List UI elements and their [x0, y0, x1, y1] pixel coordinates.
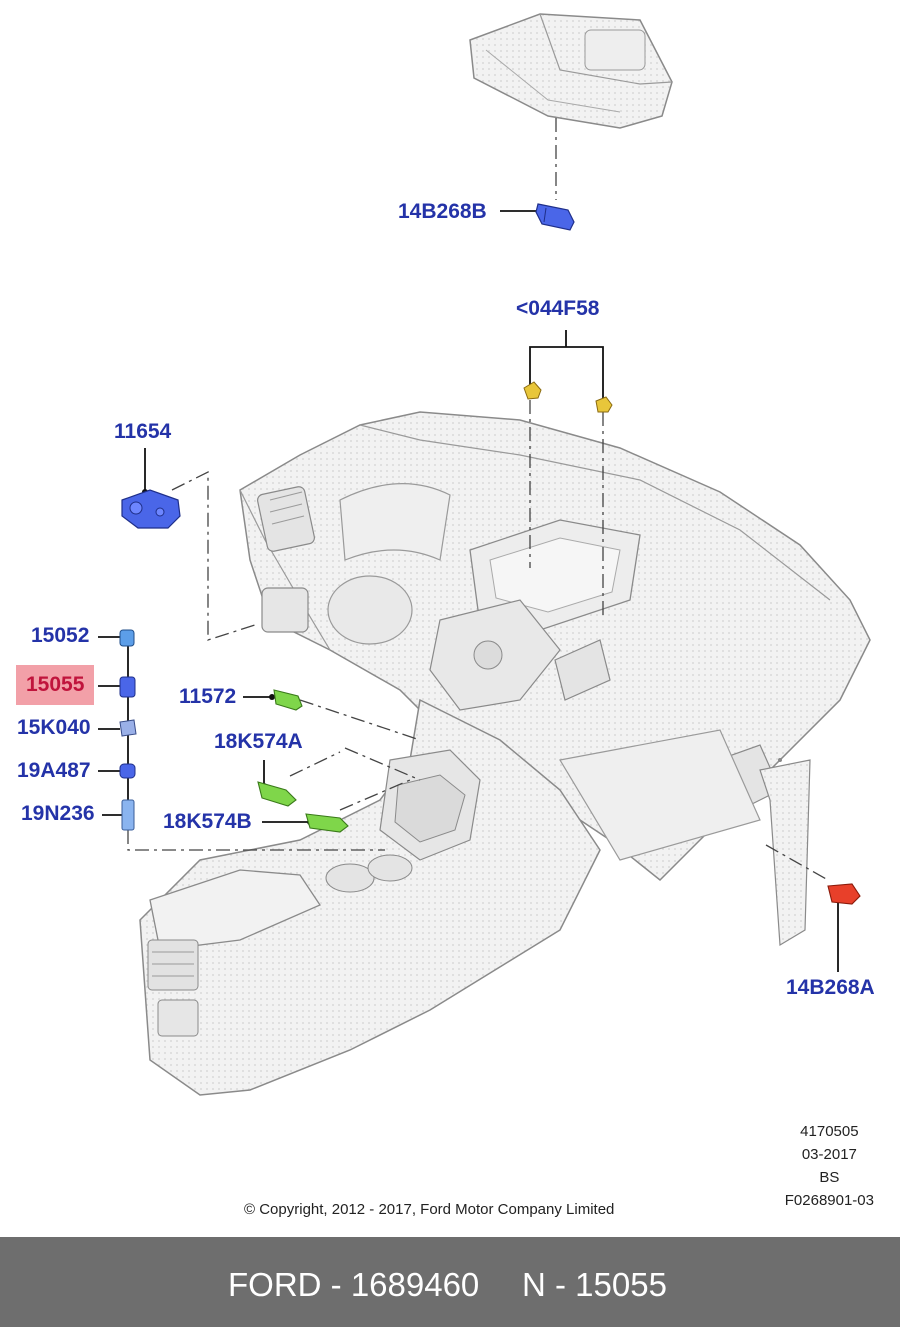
- part-11654: [121, 489, 181, 529]
- part-14b268b: [535, 203, 575, 231]
- part-15k040: [119, 719, 137, 737]
- callout-18k574b: 18K574B: [163, 810, 252, 833]
- footer-part-code: N - 15055: [522, 1266, 667, 1303]
- parts-diagram: [98, 13, 871, 1096]
- part-19n236: [121, 799, 135, 831]
- part-15052: [119, 629, 135, 647]
- overhead-console-illustration: [469, 13, 673, 129]
- alignment-lines: [127, 118, 829, 881]
- callout-044f58: <044F58: [516, 297, 600, 320]
- part-15055: [119, 676, 136, 698]
- callout-14b268b: 14B268B: [398, 200, 487, 223]
- footer-part-number: FORD - 1689460: [228, 1266, 480, 1303]
- callout-15055-highlighted: 15055: [16, 665, 95, 705]
- part-11572: [273, 689, 303, 711]
- leader-lines: [98, 210, 839, 972]
- part-19a487: [119, 763, 136, 779]
- part-18k574b: [305, 813, 349, 833]
- center-console-illustration: [139, 698, 601, 1096]
- stamp-line-3: BS: [819, 1169, 840, 1186]
- footer-bar: FORD - 1689460 N - 15055: [0, 1237, 900, 1327]
- callout-15052: 15052: [31, 624, 90, 647]
- part-14b268a: [827, 883, 861, 905]
- callout-14b268a: 14B268A: [786, 976, 875, 999]
- drawing-reference-stamp: 4170505 03-2017 BS F0268901-03: [785, 1120, 874, 1212]
- callout-19a487: 19A487: [17, 759, 91, 782]
- stamp-line-1: 4170505: [800, 1123, 859, 1140]
- part-044f58-right: [595, 396, 613, 413]
- part-044f58-left: [523, 381, 542, 400]
- callout-11572: 11572: [179, 685, 237, 708]
- callout-18k574a: 18K574A: [214, 730, 303, 753]
- copyright-text: © Copyright, 2012 - 2017, Ford Motor Com…: [244, 1201, 615, 1218]
- stamp-line-2: 03-2017: [801, 1146, 857, 1163]
- stamp-line-4: F0268901-03: [784, 1192, 874, 1209]
- callout-19n236: 19N236: [21, 802, 95, 825]
- instrument-panel-illustration: [239, 411, 871, 947]
- callout-15k040: 15K040: [17, 716, 91, 739]
- callout-11654: 11654: [114, 420, 172, 443]
- part-18k574a: [257, 781, 297, 807]
